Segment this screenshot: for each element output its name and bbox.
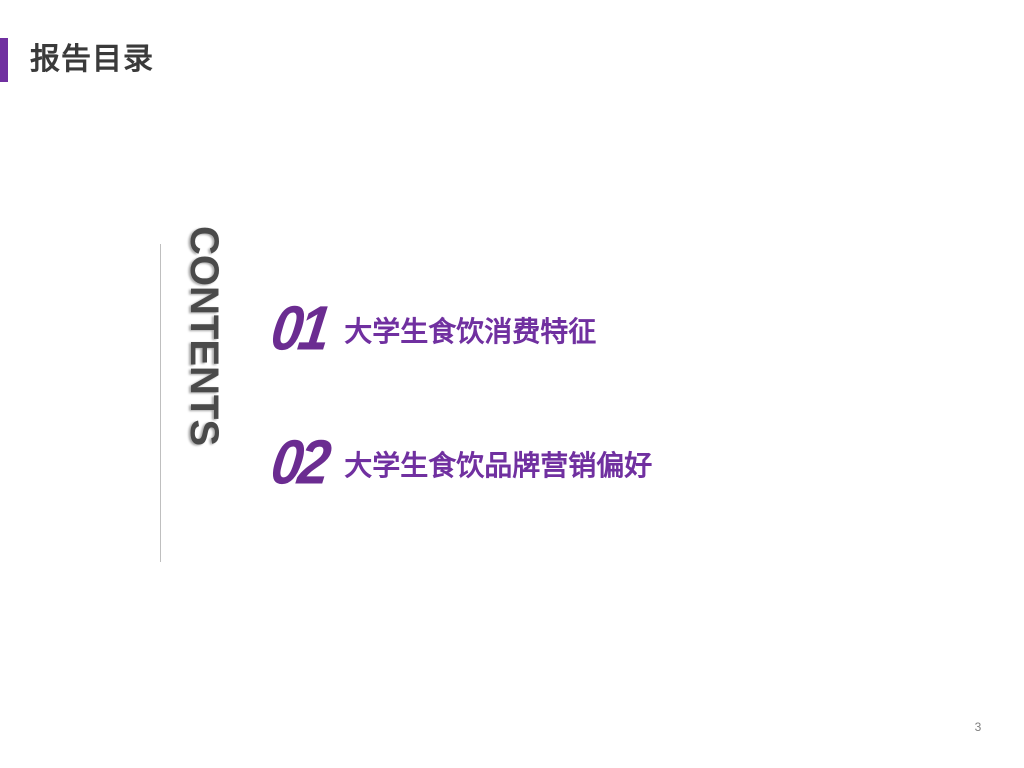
toc-number: 01	[267, 292, 332, 363]
contents-label: CONTENTS	[182, 226, 226, 446]
toc-item-01[interactable]: 01 大学生食饮消费特征	[267, 292, 596, 363]
page-title: 报告目录	[30, 42, 154, 77]
vertical-divider	[160, 244, 161, 562]
page-number: 3	[974, 720, 982, 734]
toc-item-02[interactable]: 02 大学生食饮品牌营销偏好	[267, 426, 652, 497]
title-accent-bar	[0, 38, 8, 82]
toc-number: 02	[267, 426, 332, 497]
toc-title: 大学生食饮品牌营销偏好	[344, 449, 653, 482]
toc-title: 大学生食饮消费特征	[344, 315, 597, 348]
